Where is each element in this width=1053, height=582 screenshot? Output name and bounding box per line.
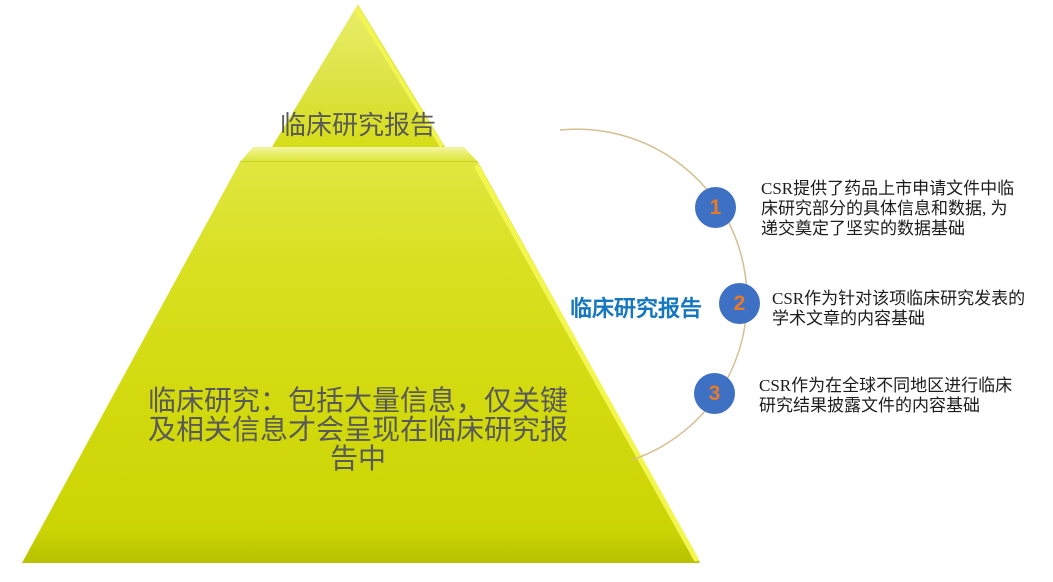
pyramid-body-line: 告中 xyxy=(329,443,386,474)
pyramid-lip xyxy=(240,147,478,162)
step-text-line: 递交奠定了坚实的数据基础 xyxy=(761,219,965,238)
step-text-line: CSR提供了药品上市申请文件中临 xyxy=(761,179,1015,198)
step-text-line: 学术文章的内容基础 xyxy=(772,309,925,328)
pyramid-body-line: 及相关信息才会呈现在临床研究报 xyxy=(147,414,568,445)
step-number: 1 xyxy=(709,195,722,219)
pyramid-body-line: 临床研究：包括大量信息，仅关键 xyxy=(147,385,568,416)
guide-arc xyxy=(559,128,748,461)
step-text-2: CSR作为针对该项临床研究发表的 学术文章的内容基础 xyxy=(772,289,1025,329)
pyramid-top-edge-highlight xyxy=(355,8,443,147)
csr-heading: 临床研究报告 xyxy=(569,296,702,321)
step-text-3: CSR作为在全球不同地区进行临床 研究结果披露文件的内容基础 xyxy=(759,376,1012,416)
step-number: 3 xyxy=(708,381,721,405)
step-badge-2: 2 xyxy=(719,283,760,324)
pyramid-base-segment xyxy=(22,162,700,563)
pyramid-top-label: 临床研究报告 xyxy=(279,110,436,140)
step-text-line: CSR作为针对该项临床研究发表的 xyxy=(772,289,1026,308)
step-text-line: CSR作为在全球不同地区进行临床 xyxy=(759,376,1013,395)
pyramid-base-edge-highlight xyxy=(474,164,699,562)
step-text-line: 床研究部分的具体信息和数据, 为 xyxy=(761,199,1008,218)
pyramid-body-text: 临床研究：包括大量信息，仅关键 及相关信息才会呈现在临床研究报 告中 xyxy=(118,386,598,473)
step-number: 2 xyxy=(733,291,746,315)
step-badge-1: 1 xyxy=(695,187,736,228)
step-badge-3: 3 xyxy=(694,373,735,414)
step-text-line: 研究结果披露文件的内容基础 xyxy=(759,396,980,415)
step-text-1: CSR提供了药品上市申请文件中临 床研究部分的具体信息和数据, 为 递交奠定了坚… xyxy=(761,179,1014,239)
pyramid-top-segment xyxy=(272,4,445,147)
